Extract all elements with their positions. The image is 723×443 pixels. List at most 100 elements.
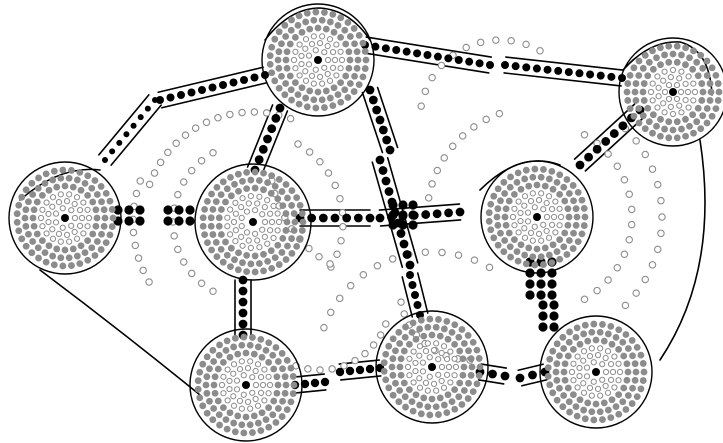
black-dot <box>392 46 400 54</box>
grey-dot <box>629 337 636 344</box>
grey-dot <box>14 219 21 226</box>
grey-dot <box>289 187 296 194</box>
center-dot <box>533 213 541 221</box>
hollow-dot <box>175 191 181 197</box>
grey-dot <box>35 175 42 182</box>
grey-dot <box>240 334 247 341</box>
grey-dot <box>627 105 634 112</box>
black-dot-block <box>538 300 558 331</box>
dot-circle-node <box>262 4 374 116</box>
hollow-dot <box>275 228 280 233</box>
grey-dot <box>686 123 693 130</box>
grey-dot <box>629 352 636 359</box>
grey-dot <box>215 366 222 373</box>
hollow-dot <box>626 237 632 243</box>
grey-dot <box>695 72 702 79</box>
grey-dot <box>441 402 448 409</box>
hollow-dot <box>157 159 163 165</box>
grey-dot <box>413 391 420 398</box>
hollow-dot <box>532 205 537 210</box>
hollow-dot <box>137 178 143 184</box>
grey-dot <box>335 22 342 29</box>
black-dot-block <box>163 205 194 225</box>
black-dot <box>369 96 378 105</box>
grey-dot <box>521 176 528 183</box>
hollow-dot <box>325 71 330 76</box>
hollow-dot <box>595 386 600 391</box>
hollow-dot-trail <box>622 125 665 308</box>
hollow-dot <box>417 353 422 358</box>
grey-dot <box>268 69 275 76</box>
grey-dot <box>208 214 215 221</box>
black-dot <box>263 135 272 144</box>
hollow-dot <box>171 233 177 239</box>
hollow-dot <box>181 259 187 265</box>
grey-dot <box>297 202 304 209</box>
grey-dot <box>281 91 288 98</box>
hollow-dot <box>668 75 673 80</box>
grey-dot <box>42 249 49 256</box>
grey-dot <box>461 364 468 371</box>
grey-dot <box>204 239 211 246</box>
black-dot <box>356 366 364 374</box>
grey-dot <box>92 177 99 184</box>
hollow-dot <box>591 360 596 365</box>
grey-dot <box>445 391 452 398</box>
grey-dot <box>575 189 582 196</box>
grey-dot <box>638 385 645 392</box>
hollow-dot <box>271 235 276 240</box>
grey-dot <box>247 342 254 349</box>
hollow-dot <box>258 390 263 395</box>
hollow-dot <box>268 228 273 233</box>
hollow-dot-trail <box>425 110 502 201</box>
grey-dot <box>441 326 448 333</box>
black-dot <box>476 59 484 67</box>
hollow-dot <box>425 388 430 393</box>
grey-dot <box>560 345 567 352</box>
grey-dot <box>699 112 706 119</box>
grey-dot <box>640 112 647 119</box>
hollow-dot <box>626 191 632 197</box>
grey-dot <box>546 176 553 183</box>
grey-dot <box>615 346 622 353</box>
black-dot <box>319 214 328 223</box>
path-outline <box>479 380 504 384</box>
hollow-dot <box>86 215 91 220</box>
hollow-dot <box>518 218 523 223</box>
black-dot <box>385 187 394 196</box>
grey-dot <box>579 197 586 204</box>
hollow-dot <box>248 193 253 198</box>
grey-dot <box>562 360 569 367</box>
grey-dot <box>690 130 697 137</box>
hollow-dot <box>321 324 327 330</box>
grey-dot <box>351 73 358 80</box>
black-dot <box>366 214 375 223</box>
hollow-dot <box>181 179 187 185</box>
hollow-dot <box>50 227 55 232</box>
hollow-dot <box>255 201 260 206</box>
hollow-dot <box>340 224 346 230</box>
hollow-dot <box>425 341 430 346</box>
grey-dot <box>712 72 719 79</box>
grey-dot <box>494 205 501 212</box>
hollow-dot <box>313 67 318 72</box>
grey-dot <box>49 253 56 260</box>
grey-dot <box>208 191 215 198</box>
black-dot <box>382 136 391 145</box>
hollow-dot <box>581 358 586 363</box>
black-dot <box>152 97 158 103</box>
grey-dot <box>674 43 681 50</box>
grey-dot <box>624 360 631 367</box>
hollow-dot <box>512 223 517 228</box>
grey-dot <box>362 65 369 72</box>
hollow-dot <box>662 110 667 115</box>
hollow-dot <box>60 206 65 211</box>
grey-dot <box>206 365 213 372</box>
grey-dot <box>410 319 417 326</box>
hollow-dot <box>446 364 451 369</box>
grey-dot <box>284 357 291 364</box>
dot-circle-node <box>9 162 121 274</box>
grey-dot <box>644 72 651 79</box>
grey-dot <box>470 339 477 346</box>
hollow-dot <box>587 354 592 359</box>
